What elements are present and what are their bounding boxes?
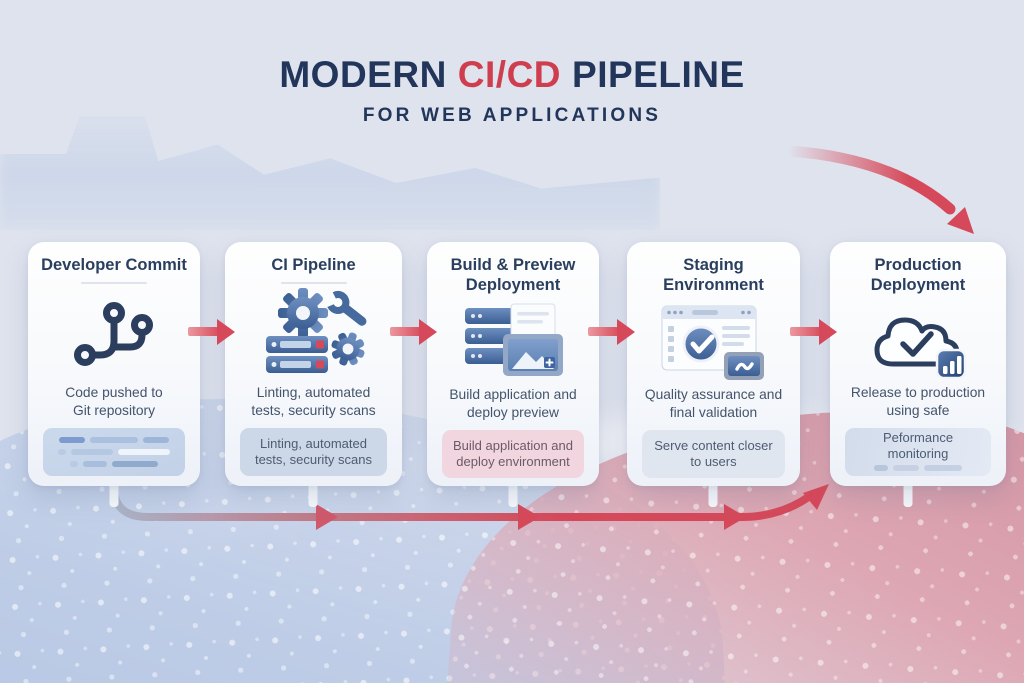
stage-title: Production Deployment xyxy=(870,256,966,295)
code-skeleton-panel xyxy=(43,428,185,476)
stage-card-build-preview: Build & Preview Deployment xyxy=(427,242,599,486)
header: MODERN CI/CD PIPELINE FOR WEB APPLICATIO… xyxy=(0,54,1024,127)
incoming-curve-arrow xyxy=(782,145,956,215)
stage-description: Code pushed to Git repository xyxy=(65,385,163,419)
incoming-curve-arrowhead-icon xyxy=(947,207,974,234)
gears-server-icon xyxy=(233,284,394,384)
stage-footer-note: Peformance monitoring xyxy=(882,429,954,462)
divider xyxy=(81,282,147,285)
stage-description: Build application and deploy preview xyxy=(449,387,577,421)
stage-card-ci-pipeline: CI Pipeline xyxy=(225,242,402,486)
page-title: MODERN CI/CD PIPELINE xyxy=(0,54,1024,96)
stage-description: Linting, automated tests, security scans xyxy=(251,385,376,419)
browser-check-icon xyxy=(635,302,792,386)
stage-title: Build & Preview Deployment xyxy=(450,256,576,295)
cloud-check-icon xyxy=(838,302,998,384)
stage-title: Developer Commit xyxy=(41,256,187,274)
stage-card-developer-commit: Developer Commit Code pushed to Git repo… xyxy=(28,242,200,486)
stage-title: CI Pipeline xyxy=(271,256,356,274)
git-branch-icon xyxy=(36,284,192,384)
title-accent: CI/CD xyxy=(457,54,562,95)
title-prefix: MODERN xyxy=(279,54,447,95)
divider xyxy=(280,282,347,285)
stage-connector-arrow-icon xyxy=(588,318,635,345)
stage-description: Release to production using safe xyxy=(850,385,986,419)
monitoring-panel: Peformance monitoring xyxy=(845,428,991,477)
page-subtitle: FOR WEB APPLICATIONS xyxy=(362,105,662,126)
stage-connector-arrow-icon xyxy=(188,318,235,345)
stage-title: Staging Environment xyxy=(663,256,764,295)
stage-footer-note: Linting, automated tests, security scans xyxy=(240,428,387,476)
stage-card-production: Production Deployment Release to product… xyxy=(830,242,1006,486)
stage-connector-arrow-icon xyxy=(790,318,837,345)
stage-description: Quality assurance and final validation xyxy=(644,387,783,421)
stage-connector-arrow-icon xyxy=(390,318,437,345)
stage-footer-note: Serve content closer to users xyxy=(642,430,785,479)
title-suffix: PIPELINE xyxy=(572,54,745,95)
stage-footer-note: Build application and deploy environment xyxy=(442,430,584,479)
server-preview-icon xyxy=(435,302,591,386)
stage-card-staging: Staging Environment xyxy=(627,242,800,486)
